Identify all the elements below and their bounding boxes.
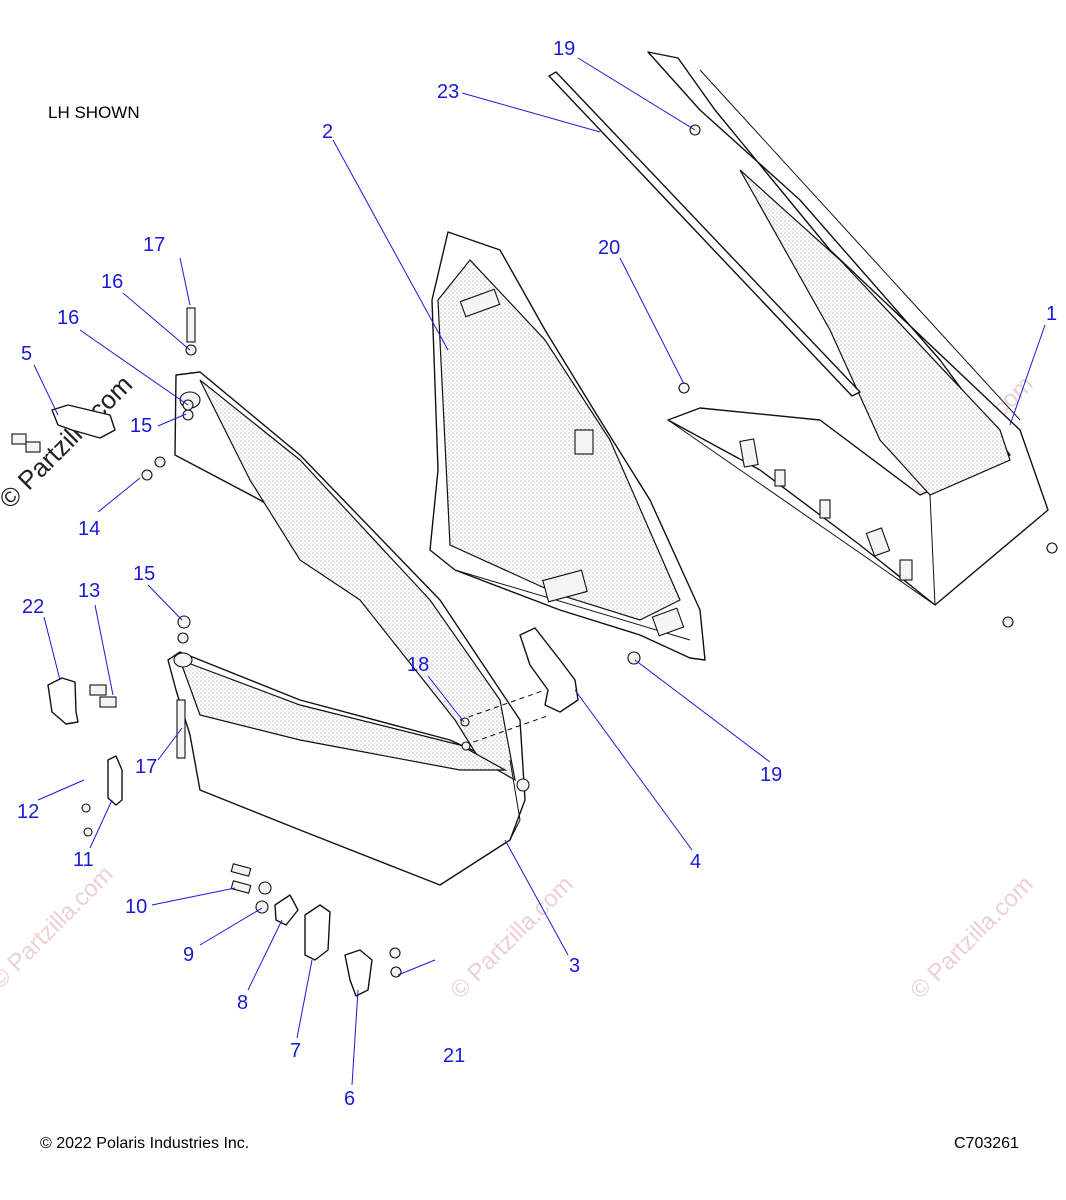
callout-1: 1 — [1046, 303, 1057, 325]
outer-door-panel — [647, 51, 1049, 606]
window-seal-strip — [548, 71, 861, 397]
callout-15: 15 — [130, 415, 152, 437]
callout-20: 20 — [598, 237, 620, 259]
inner-door-panel — [429, 231, 706, 661]
callout-16: 16 — [101, 271, 123, 293]
callout-21: 21 — [443, 1045, 465, 1067]
copyright-notice: © 2022 Polaris Industries Inc. — [40, 1135, 250, 1152]
callout-3: 3 — [569, 955, 580, 977]
callout-18: 18 — [407, 654, 429, 676]
callout-5: 5 — [21, 343, 32, 365]
callout-16: 16 — [57, 307, 79, 329]
callout-17: 17 — [135, 756, 157, 778]
callout-8: 8 — [237, 992, 248, 1014]
callout-17: 17 — [143, 234, 165, 256]
callout-6: 6 — [344, 1088, 355, 1110]
leader-lines — [33, 57, 1046, 1086]
callout-14: 14 — [78, 518, 100, 540]
callout-4: 4 — [690, 851, 701, 873]
bracket-22 — [47, 677, 117, 725]
watermark-text: © Partzilla.com — [905, 871, 1038, 1004]
callouts: 1 2 3 4 5 6 7 8 9 10 11 12 13 14 15 15 1… — [17, 38, 1057, 1110]
callout-2: 2 — [322, 121, 333, 143]
callout-7: 7 — [290, 1040, 301, 1062]
diagram-code: C703261 — [954, 1135, 1019, 1152]
callout-12: 12 — [17, 801, 39, 823]
callout-19: 19 — [553, 38, 575, 60]
callout-9: 9 — [183, 944, 194, 966]
view-note: LH SHOWN — [48, 103, 140, 122]
callout-22: 22 — [22, 596, 44, 618]
callout-23: 23 — [437, 81, 459, 103]
callout-15: 15 — [133, 563, 155, 585]
watermark-text: © Partzilla.com — [0, 861, 119, 994]
strap-11 — [81, 755, 123, 837]
callout-10: 10 — [125, 896, 147, 918]
latch-assembly — [230, 863, 402, 997]
callout-19: 19 — [760, 764, 782, 786]
bracket-5 — [11, 404, 116, 453]
callout-11: 11 — [73, 849, 94, 871]
callout-13: 13 — [78, 580, 100, 602]
door-frame — [167, 371, 530, 886]
door-hinge — [459, 627, 579, 746]
